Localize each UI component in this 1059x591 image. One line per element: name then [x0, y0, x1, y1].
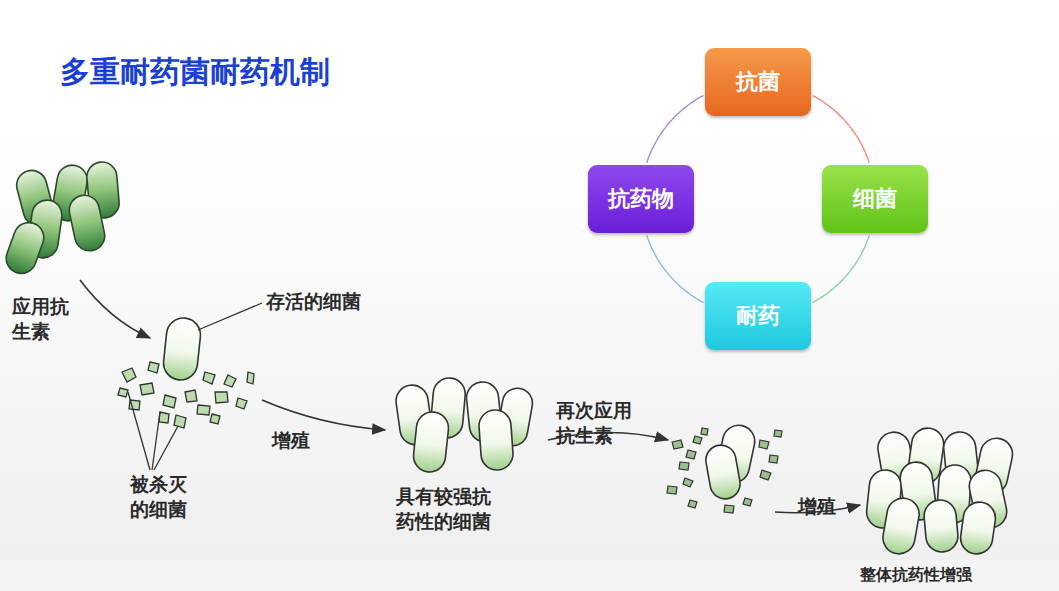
slide-title: 多重耐药菌耐药机制: [60, 52, 330, 93]
box-label: 抗药物: [608, 184, 674, 214]
ring-arc: [647, 235, 704, 302]
figure-caption: 具有较强抗药性的细菌: [396, 484, 500, 533]
figure-caption: 应用抗生素: [12, 294, 74, 343]
figure-caption: 整体抗药性增强: [860, 565, 972, 586]
cycle-box: 抗菌: [705, 48, 811, 116]
box-label: 耐药: [736, 301, 780, 331]
box-label: 抗菌: [736, 67, 780, 97]
ring-arc: [647, 96, 704, 163]
figure-caption: 再次应用抗生素: [556, 398, 640, 447]
cycle-box: 耐药: [705, 282, 811, 350]
figure-caption: 增殖: [798, 494, 848, 519]
figure-caption: 被杀灭的细菌: [130, 472, 192, 521]
cycle-box: 细菌: [822, 165, 928, 233]
ring-arc: [813, 235, 870, 302]
box-label: 细菌: [853, 184, 897, 214]
cycle-box: 抗药物: [588, 165, 694, 233]
figure-caption: 增殖: [272, 428, 322, 453]
ring-arc: [813, 96, 870, 163]
figure-caption: 存活的细菌: [266, 289, 386, 314]
